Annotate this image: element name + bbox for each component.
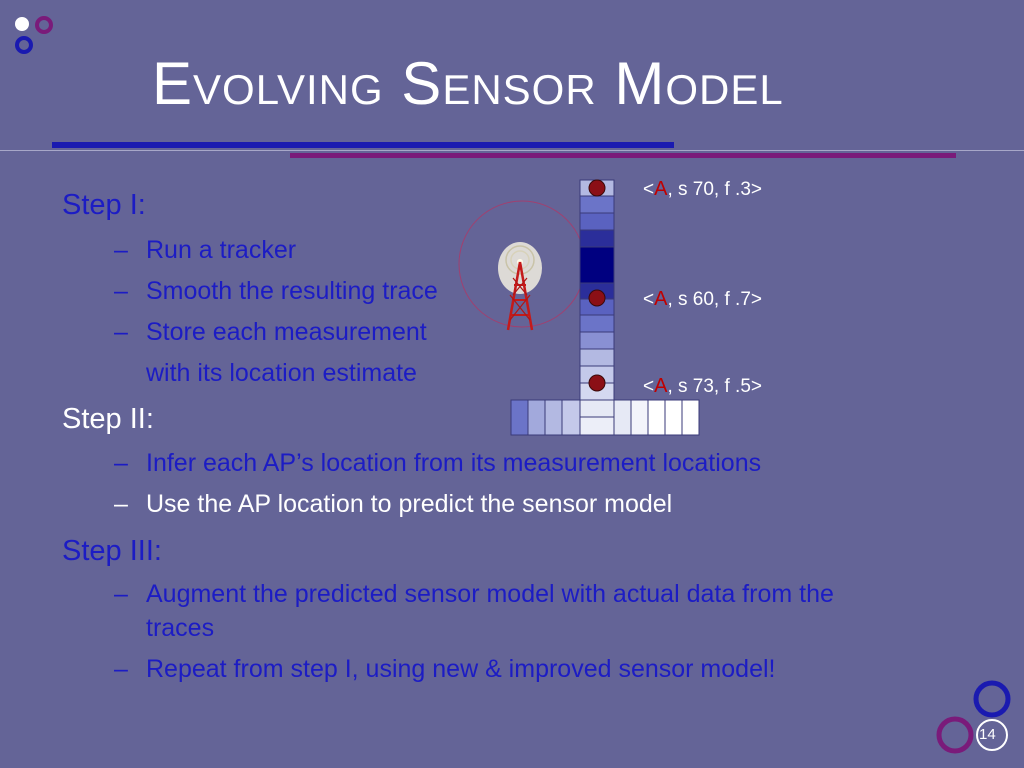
logo [15, 16, 53, 54]
measurement-dot [588, 179, 606, 197]
bullet-dash: – [114, 449, 128, 477]
bullet-text: Store each measurement [146, 318, 427, 346]
step-2-item: – Use the AP location to predict the sen… [114, 487, 672, 521]
bullet-dash: – [114, 490, 128, 518]
bullet-dash: – [114, 655, 128, 683]
bullet-text: Infer each AP’s location from its measur… [146, 449, 762, 477]
radio-tower-icon [498, 242, 542, 331]
step-1-item: – Run a tracker [114, 233, 296, 267]
bullet-text: Run a tracker [146, 236, 297, 264]
bullet-text: Use the AP location to predict the senso… [146, 490, 673, 518]
horizontal-corridor [510, 399, 700, 436]
step-1-heading: Step I: [62, 189, 146, 221]
measurement-dot [588, 289, 606, 307]
step-1-item: – Smooth the resulting trace [114, 274, 438, 308]
measurement-dot [588, 374, 606, 392]
bullet-text: Smooth the resulting trace [146, 277, 438, 305]
step-3-item: – Repeat from step I, using new & improv… [114, 652, 775, 686]
step-1-item: – Store each measurement [114, 315, 427, 349]
step-3-item: – Augment the predicted sensor model wit… [114, 577, 834, 611]
title-underline-blue [52, 142, 674, 148]
step-1-item-continuation: with its location estimate [114, 356, 417, 390]
bullet-dash: – [114, 580, 128, 608]
title-underline-purple [290, 153, 956, 158]
title-divider [0, 150, 1024, 151]
bullet-text: Repeat from step I, using new & improved… [146, 655, 776, 683]
step-3-heading: Step III: [62, 535, 162, 567]
measurement-tuple: <A, s 60, f .7> [643, 288, 762, 310]
step-2-heading: Step II: [62, 403, 154, 435]
measurement-tuple: <A, s 73, f .5> [643, 375, 762, 397]
bullet-text: traces [146, 614, 215, 642]
measurement-tuple: <A, s 70, f .3> [643, 178, 762, 200]
step-2-item: – Infer each AP’s location from its meas… [114, 446, 761, 480]
slide-title: Evolving Sensor Model [152, 50, 784, 117]
step-3-item-continuation: traces [114, 611, 214, 645]
bullet-text: Augment the predicted sensor model with … [146, 580, 834, 608]
bullet-dash: – [114, 277, 128, 305]
bullet-dash: – [114, 236, 128, 264]
bullet-text: with its location estimate [146, 359, 417, 387]
page-number: 14 [979, 726, 996, 743]
bullet-dash: – [114, 318, 128, 346]
vertical-corridor [579, 179, 615, 436]
footer-logo [936, 680, 1011, 754]
